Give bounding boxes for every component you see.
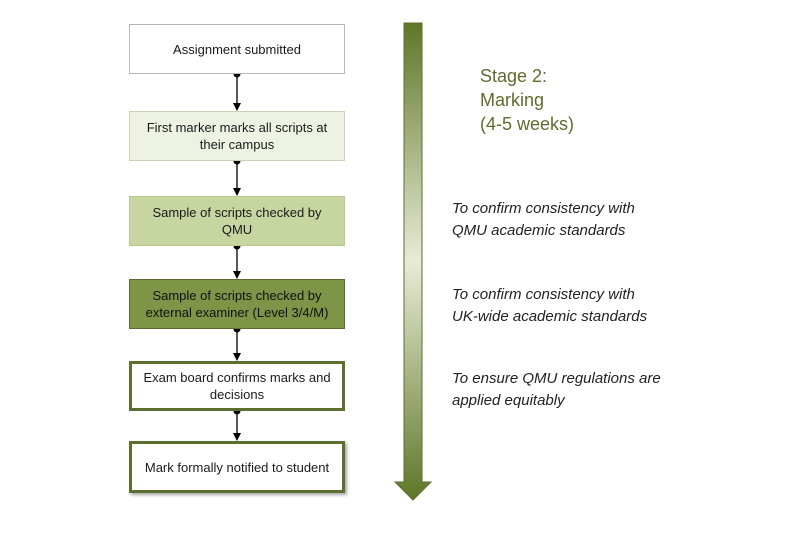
step-assignment-submitted: Assignment submitted [129,24,345,74]
note-line: To ensure QMU regulations are [452,370,661,387]
step-external-examiner-check: Sample of scripts checked by external ex… [129,279,345,329]
connector-5-6 [233,407,241,441]
step-label: Assignment submitted [173,41,301,57]
note-qmu-regulations: To ensure QMU regulations are applied eq… [452,368,752,412]
stage-label: Stage 2: Marking (4-5 weeks) [480,64,574,136]
step-label: Exam board confirms marks and decisions [143,370,331,402]
note-qmu-standards: To confirm consistency with QMU academic… [452,198,752,242]
stage-name: Marking [480,90,545,110]
stage-title: Stage 2: [480,66,548,86]
connector-1-2 [233,70,241,111]
timeline-down-arrow-icon [393,22,433,501]
step-label: Sample of scripts checked by QMU [152,205,322,237]
step-first-marker: First marker marks all scripts at their … [129,111,345,161]
note-line: To confirm consistency with [452,286,635,303]
stage-duration: (4-5 weeks) [480,114,575,134]
step-exam-board: Exam board confirms marks and decisions [129,361,345,411]
step-label: First marker marks all scripts at their … [146,120,328,152]
step-label: Mark formally notified to student [144,459,330,475]
step-qmu-check: Sample of scripts checked by QMU [129,196,345,246]
connector-2-3 [233,157,241,196]
note-line: QMU academic standards [452,222,626,239]
step-mark-notified: Mark formally notified to student [129,441,345,493]
connector-4-5 [233,325,241,361]
note-line: To confirm consistency with [452,200,635,217]
step-label: Sample of scripts checked by external ex… [145,288,329,320]
connector-3-4 [233,242,241,279]
note-line: UK-wide academic standards [452,308,648,325]
note-uk-standards: To confirm consistency with UK-wide acad… [452,284,752,328]
note-line: applied equitably [452,392,565,409]
